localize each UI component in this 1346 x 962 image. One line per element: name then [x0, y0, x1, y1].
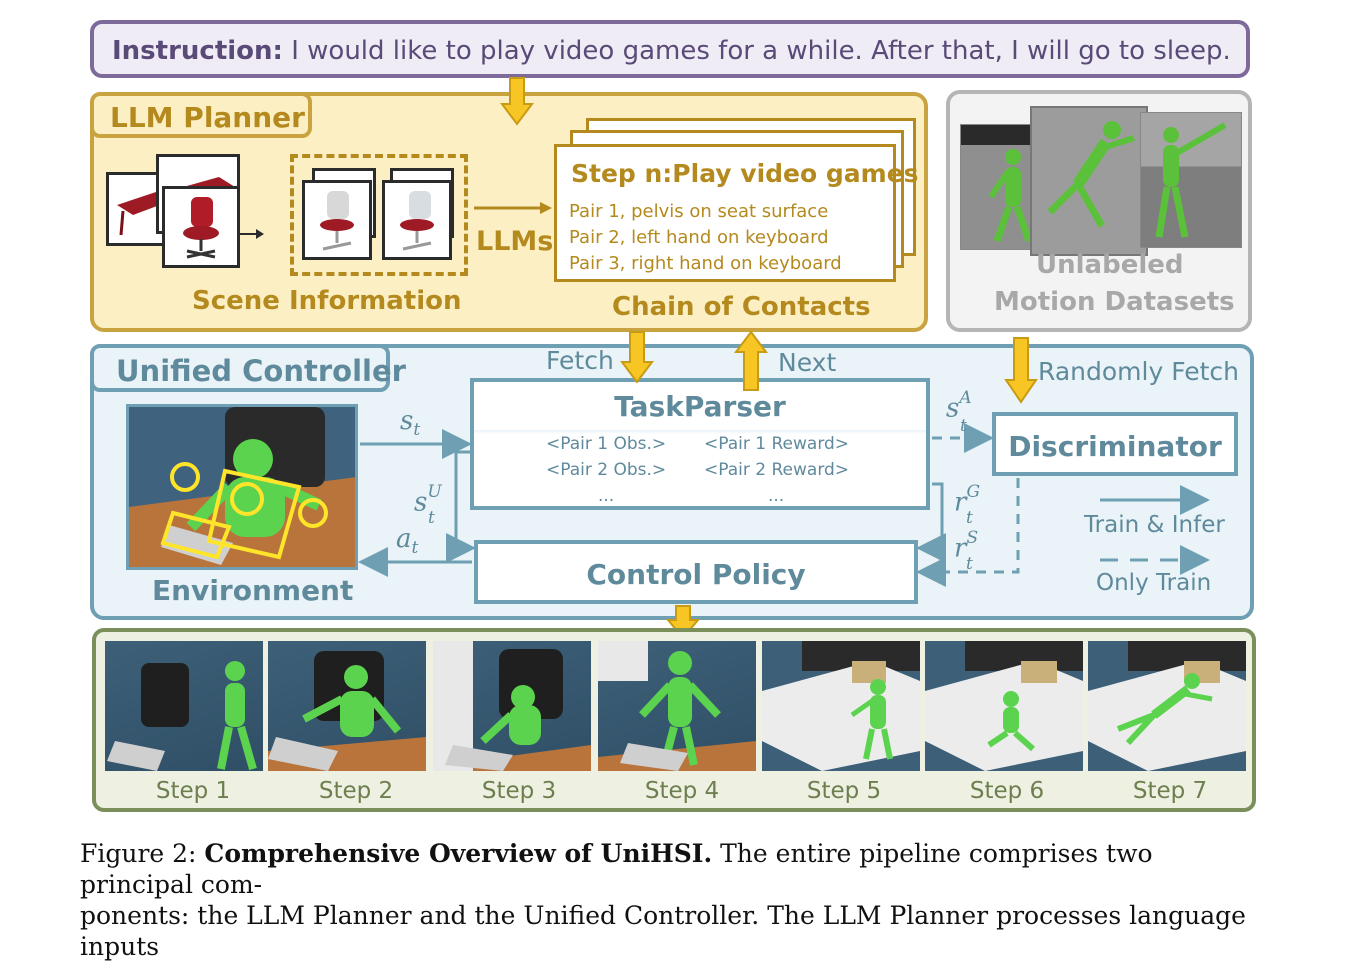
taskparser-obs-1: <Pair 1 Obs.>	[546, 434, 667, 454]
label-s-t-u: sU	[414, 482, 442, 518]
taskparser-reward-2: <Pair 2 Reward>	[704, 460, 850, 480]
datasets-label-line2: Motion Datasets	[994, 287, 1235, 317]
instruction-content: I would like to play video games for a w…	[282, 36, 1231, 66]
office-chair-icon	[183, 197, 219, 259]
step-3-figure-icon	[433, 641, 591, 771]
step-5-image	[762, 641, 920, 771]
step-2-image	[268, 641, 426, 771]
label-s-t-a: sA	[946, 388, 972, 424]
step-3-image	[433, 641, 591, 771]
caption-prefix: Figure 2:	[80, 839, 205, 868]
step-6-label: Step 6	[969, 778, 1045, 804]
contact-step-title: Step n:Play video games	[571, 159, 919, 188]
step-5-label: Step 5	[806, 778, 882, 804]
environment-label: Environment	[152, 574, 354, 607]
legend-train-infer: Train & Infer	[1084, 512, 1225, 538]
discriminator-box: Discriminator	[992, 412, 1238, 476]
taskparser-title: TaskParser	[614, 390, 786, 423]
label-s-t: st	[400, 406, 421, 441]
taskparser-reward-1: <Pair 1 Reward>	[704, 434, 850, 454]
step-7-image	[1088, 641, 1246, 771]
next-up-arrow	[734, 330, 768, 392]
discriminator-label: Discriminator	[1008, 430, 1222, 463]
environment-image	[126, 404, 358, 570]
scene-card-chair	[162, 186, 240, 268]
contact-pair-2: Pair 2, left hand on keyboard	[569, 227, 829, 248]
taskparser-obs-2: <Pair 2 Obs.>	[546, 460, 667, 480]
step-3-label: Step 3	[481, 778, 557, 804]
label-r-t-g: rG	[954, 482, 981, 518]
legend-only-train: Only Train	[1096, 570, 1212, 596]
label-a-t: at	[396, 524, 419, 559]
figure-caption: Figure 2: Comprehensive Overview of UniH…	[80, 838, 1270, 962]
selected-objects-box	[290, 154, 468, 276]
step-5-figure-icon	[762, 641, 920, 771]
taskparser-reward-3: ...	[768, 486, 785, 506]
step-4-figure-icon	[598, 641, 756, 771]
label-s-t-a-sub: t	[960, 416, 967, 436]
label-r-t-s-sub: t	[966, 554, 973, 574]
object-card-red-chair	[302, 180, 372, 260]
scene-information-label: Scene Information	[192, 286, 462, 316]
controller-connectors	[358, 423, 1210, 587]
caption-title: Comprehensive Overview of UniHSI.	[204, 839, 713, 868]
next-label: Next	[778, 348, 837, 377]
chain-of-contacts-label: Chain of Contacts	[612, 292, 871, 322]
contact-pair-1: Pair 1, pelvis on seat surface	[569, 201, 829, 222]
label-r-t-g-sub: t	[966, 508, 973, 528]
taskparser-obs-3: ...	[598, 486, 615, 506]
step-1-figure-icon	[107, 661, 257, 771]
instruction-down-arrow	[500, 76, 534, 128]
object-card-grey-chair	[382, 180, 452, 260]
white-chair-icon	[320, 191, 354, 251]
llms-label: LLMs	[476, 226, 554, 257]
taskparser-divider	[474, 430, 926, 434]
label-s-t-u-sub: t	[428, 508, 435, 528]
step-6-figure-icon	[925, 641, 1083, 771]
step-6-image	[925, 641, 1083, 771]
motion-image-2	[1030, 106, 1148, 256]
fetch-down-arrow	[620, 330, 654, 386]
step-7-figure-icon	[1088, 641, 1246, 771]
taskparser-box: TaskParser <Pair 1 Obs.> <Pair 2 Obs.> .…	[470, 378, 930, 510]
contact-pair-3: Pair 3, right hand on keyboard	[569, 253, 842, 274]
humanoid-figure-icon	[988, 149, 1033, 243]
humanoid-at-desk-icon	[129, 407, 355, 567]
control-policy-box: Control Policy	[474, 540, 918, 604]
caption-line-1: Figure 2: Comprehensive Overview of UniH…	[80, 838, 1270, 900]
instruction-label: Instruction:	[112, 36, 283, 66]
caption-rest: The entire pipeline comprises two princi…	[80, 839, 1153, 899]
step-4-label: Step 4	[644, 778, 720, 804]
humanoid-jumping-icon	[1047, 121, 1135, 228]
step-2-figure-icon	[268, 651, 426, 771]
control-policy-label: Control Policy	[586, 558, 806, 591]
unified-controller-title: Unified Controller	[90, 344, 406, 392]
step-7-label: Step 7	[1132, 778, 1208, 804]
llm-planner-title: LLM Planner	[90, 92, 312, 138]
contact-card-front: Step n:Play video games Pair 1, pelvis o…	[554, 144, 919, 282]
red-seat-chair-icon	[400, 191, 434, 251]
random-fetch-down-arrow	[1004, 336, 1038, 406]
step-2-label: Step 2	[318, 778, 394, 804]
label-r-t-s: rS	[954, 528, 979, 564]
motion-image-3	[1140, 112, 1242, 248]
step-1-label: Step 1	[155, 778, 231, 804]
llm-arrow	[474, 200, 552, 216]
caption-line-2: ponents: the LLM Planner and the Unified…	[80, 901, 1246, 961]
humanoid-waving-icon	[1155, 122, 1227, 238]
scene-arrow	[238, 226, 264, 240]
instruction-text: Instruction: I would like to play video …	[112, 36, 1231, 66]
fetch-label: Fetch	[546, 346, 614, 375]
datasets-label-line1: Unlabeled	[1036, 250, 1184, 280]
instruction-box: Instruction: I would like to play video …	[90, 20, 1250, 78]
step-1-image	[105, 641, 263, 771]
step-4-image	[598, 641, 756, 771]
randomly-fetch-label: Randomly Fetch	[1038, 357, 1239, 386]
